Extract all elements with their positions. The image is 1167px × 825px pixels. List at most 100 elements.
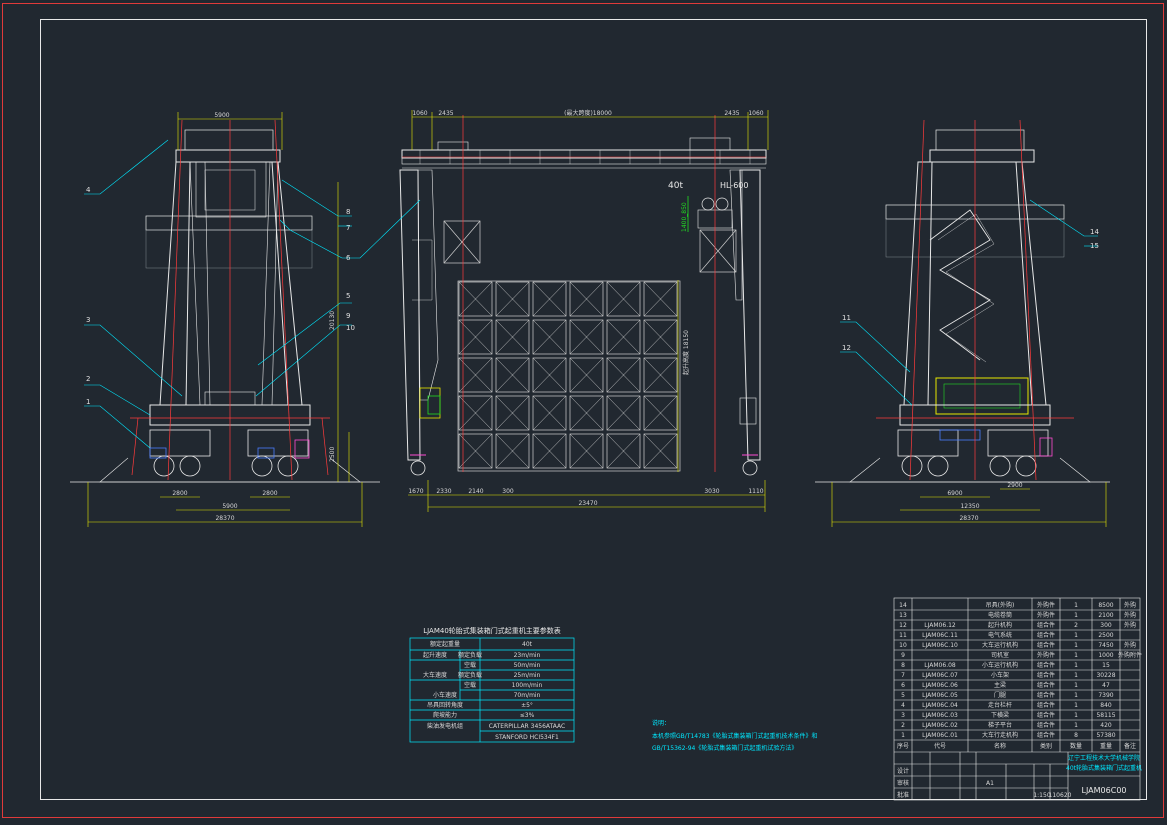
param-label: 起升速度 <box>423 651 447 659</box>
dim-right-1: 6900 <box>947 490 962 497</box>
bom-cell-code: LJAM06.12 <box>924 622 956 629</box>
callout-2: 2 <box>86 375 90 383</box>
drawing-frame <box>40 19 1147 800</box>
bom-cell-type: 外购件 <box>1037 601 1055 609</box>
bom-header-remark: 备注 <box>1124 742 1136 750</box>
dim-left-wheel-b: 2800 <box>262 490 277 497</box>
title-scale: 1:150 <box>1033 792 1050 799</box>
dim-front-bottom-5: 3030 <box>704 488 719 495</box>
dim-front-bottom-1: 1670 <box>408 488 423 495</box>
dim-right-2: 2900 <box>1007 482 1022 489</box>
bom-cell-weight: 300 <box>1100 622 1112 629</box>
bom-cell-qty: 8 <box>1074 732 1078 739</box>
param-label: 吊具回转角度 <box>427 701 463 709</box>
bom-cell-weight: 58115 <box>1096 712 1115 719</box>
param-label: 大车速度 <box>423 671 447 679</box>
bom-cell-remark: 外购 <box>1124 621 1136 629</box>
capacity-label: 40t <box>668 181 683 191</box>
callout-9: 9 <box>346 312 350 320</box>
bom-cell-name: 梯子平台 <box>988 721 1012 729</box>
bom-cell-no: 14 <box>899 602 907 609</box>
bom-cell-no: 7 <box>901 672 905 679</box>
bom-cell-type: 组合件 <box>1037 691 1055 699</box>
bom-cell-code: LJAM06C.11 <box>922 632 958 639</box>
bom-cell-type: 组合件 <box>1037 621 1055 629</box>
right-side-view <box>815 119 1110 527</box>
param-sublabel: 空载 <box>464 681 476 689</box>
bom-cell-no: 4 <box>901 702 905 709</box>
callout-3: 3 <box>86 316 90 324</box>
dim-front-top-4: 2435 <box>724 110 739 117</box>
bom-header-code: 代号 <box>934 742 946 750</box>
param-value: 23m/min <box>514 652 541 659</box>
param-value: 100m/min <box>512 682 543 689</box>
title-sheet-size: A1 <box>986 780 994 787</box>
callout-12: 12 <box>842 344 851 352</box>
dim-front-span: (最大跨度)18000 <box>564 109 612 117</box>
bom-cell-no: 11 <box>899 632 907 639</box>
bom-cell-type: 组合件 <box>1037 701 1055 709</box>
bom-cell-no: 2 <box>901 722 905 729</box>
dim-left-overall: 28370 <box>215 515 234 522</box>
callout-8: 8 <box>346 208 350 216</box>
bom-cell-qty: 1 <box>1074 672 1078 679</box>
bom-cell-name: 门腿 <box>994 691 1006 699</box>
dim-front-bottom-2: 2330 <box>436 488 451 495</box>
dim-front-top-1: 1060 <box>412 110 427 117</box>
bom-cell-remark: 外购 <box>1124 611 1136 619</box>
title-company: 辽宁工程技术大学机械学院 <box>1068 754 1140 762</box>
bom-cell-qty: 2 <box>1074 622 1078 629</box>
dim-left-top: 5900 <box>214 112 229 119</box>
callout-7: 7 <box>346 224 350 232</box>
front-view <box>342 110 769 512</box>
bom-cell-code: LJAM06C.01 <box>922 732 958 739</box>
title-project: 40t轮胎式集装箱门式起重机 <box>1066 764 1142 772</box>
params-table-frame <box>409 637 575 743</box>
bom-cell-no: 12 <box>899 622 907 629</box>
bom-cell-qty: 1 <box>1074 632 1078 639</box>
bom-cell-type: 组合件 <box>1037 731 1055 739</box>
bom-cell-no: 6 <box>901 682 905 689</box>
param-value: 25m/min <box>514 672 541 679</box>
bom-header-no: 序号 <box>897 742 909 750</box>
dim-right-3: 12350 <box>960 503 979 510</box>
bom-cell-qty: 1 <box>1074 692 1078 699</box>
dim-front-bottom-4: 300 <box>502 488 514 495</box>
param-value: 70m/min <box>514 692 541 699</box>
bom-cell-type: 组合件 <box>1037 681 1055 689</box>
bom-cell-type: 外购件 <box>1037 611 1055 619</box>
dim-front-bottom-6: 1110 <box>748 488 763 495</box>
param-value: 50m/min <box>514 662 541 669</box>
bom-cell-name: 小车架 <box>991 671 1009 679</box>
param-label: 小车速度 <box>433 691 457 699</box>
bom-cell-name: 主梁 <box>994 681 1006 689</box>
dim-front-top-2: 2435 <box>438 110 453 117</box>
bom-cell-weight: 7450 <box>1098 642 1113 649</box>
bom-cell-name: 起升机构 <box>988 621 1012 629</box>
dim-right-overall: 28370 <box>959 515 978 522</box>
title-label-design: 设计 <box>897 767 909 775</box>
sheet-border <box>2 3 1164 818</box>
bom-cell-weight: 8500 <box>1098 602 1113 609</box>
left-side-view <box>70 112 380 527</box>
bom-header-weight: 重量 <box>1100 742 1112 750</box>
bom-cell-type: 组合件 <box>1037 661 1055 669</box>
bom-cell-name: 电气系统 <box>988 631 1012 639</box>
bom-cell-weight: 7390 <box>1098 692 1113 699</box>
bom-cell-weight: 2100 <box>1098 612 1113 619</box>
bom-cell-code: LJAM06.08 <box>924 662 956 669</box>
notes-line-1: 本机参照GB/T14783《轮胎式集装箱门式起重机技术条件》和 <box>652 732 818 740</box>
title-label-review: 审核 <box>897 779 909 787</box>
bom-cell-code: LJAM06C.04 <box>922 702 958 709</box>
bom-cell-qty: 1 <box>1074 662 1078 669</box>
dim-left-height: 20130 <box>329 311 336 330</box>
title-label-approve: 批准 <box>897 791 909 799</box>
bom-cell-name: 电缆卷筒 <box>988 611 1012 619</box>
callout-10: 10 <box>346 324 355 332</box>
bom-cell-code: LJAM06C.03 <box>922 712 958 719</box>
bom-cell-weight: 1000 <box>1098 652 1113 659</box>
callout-5: 5 <box>346 292 350 300</box>
